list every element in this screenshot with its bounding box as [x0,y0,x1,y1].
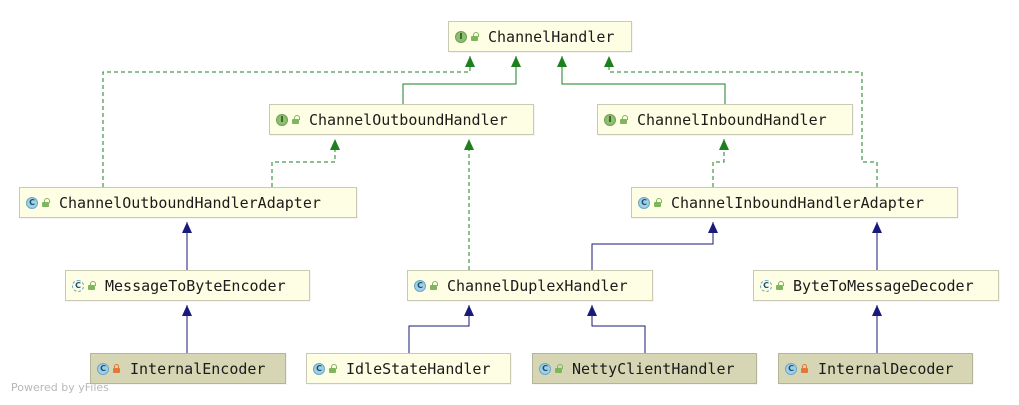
class-icon: C [414,279,426,292]
node-label: InternalDecoder [818,359,954,378]
arrowhead-icon [465,56,475,67]
node-channel-outbound-handler-adapter[interactable]: C ChannelOutboundHandlerAdapter [19,187,357,218]
node-label: MessageToByteEncoder [105,276,286,295]
class-icon: C [638,196,650,209]
edge-channel_outbound_handler_adapter-to-channel_outbound_handler [271,139,336,187]
node-idle-state-handler[interactable]: C IdleStateHandler [306,353,511,384]
node-label: NettyClientHandler [572,359,735,378]
edge-idle_state_handler-to-channel_duplex_handler [408,305,470,353]
arrowhead-icon [464,305,474,316]
lock-icon [775,280,784,291]
node-channel-outbound-handler[interactable]: I ChannelOutboundHandler [269,104,534,135]
interface-icon: I [455,30,467,43]
class-icon: C [313,362,325,375]
node-label: ChannelInboundHandlerAdapter [671,193,924,212]
node-label: ChannelDuplexHandler [447,276,628,295]
lock-icon [41,197,50,208]
node-byte-to-message-decoder[interactable]: C ByteToMessageDecoder [753,270,999,301]
watermark: Powered by yFiles [11,381,109,394]
arrowhead-icon [464,139,474,150]
lock-icon [619,114,628,125]
node-label: InternalEncoder [130,359,266,378]
lock-icon [87,280,96,291]
lock-icon [800,363,809,374]
lock-icon [653,197,662,208]
node-channel-handler[interactable]: I ChannelHandler [448,21,632,52]
class-icon: C [539,362,551,375]
arrowhead-icon [511,56,521,67]
arrowhead-icon [872,305,882,316]
node-netty-client-handler[interactable]: C NettyClientHandler [532,353,757,384]
lock-icon [328,363,337,374]
lock-icon [291,114,300,125]
arrowhead-icon [604,56,614,67]
edge-channel_inbound_handler_adapter-to-channel_inbound_handler [712,139,725,187]
class-icon: C [97,362,109,375]
lock-icon [470,31,479,42]
lock-icon [429,280,438,291]
node-label: ByteToMessageDecoder [793,276,974,295]
lock-icon [112,363,121,374]
class-icon: C [785,362,797,375]
node-channel-inbound-handler-adapter[interactable]: C ChannelInboundHandlerAdapter [631,187,958,218]
arrowhead-icon [182,222,192,233]
edge-channel_inbound_handler_adapter-to-channel_handler [608,56,878,187]
node-internal-encoder[interactable]: C InternalEncoder [90,353,286,384]
edge-netty_client_handler-to-channel_duplex_handler [591,305,646,353]
arrowhead-icon [182,305,192,316]
node-channel-inbound-handler[interactable]: I ChannelInboundHandler [597,104,853,135]
edge-channel_duplex_handler-to-channel_inbound_handler_adapter [591,222,714,270]
interface-icon: I [604,113,616,126]
arrowhead-icon [587,305,597,316]
node-label: ChannelOutboundHandler [309,110,508,129]
arrowhead-icon [708,222,718,233]
abstract-class-icon: C [72,279,84,292]
edge-channel_inbound_handler-to-channel_handler [561,56,726,104]
node-channel-duplex-handler[interactable]: C ChannelDuplexHandler [407,270,653,301]
lock-icon [554,363,563,374]
abstract-class-icon: C [760,279,772,292]
node-label: IdleStateHandler [346,359,491,378]
edge-channel_outbound_handler-to-channel_handler [402,56,517,104]
arrowhead-icon [719,139,729,150]
arrowhead-icon [330,139,340,150]
node-label: ChannelOutboundHandlerAdapter [59,193,321,212]
interface-icon: I [276,113,288,126]
node-label: ChannelHandler [488,27,615,46]
node-label: ChannelInboundHandler [637,110,827,129]
arrowhead-icon [872,222,882,233]
class-icon: C [26,196,38,209]
node-internal-decoder[interactable]: C InternalDecoder [778,353,973,384]
arrowhead-icon [557,56,567,67]
node-message-to-byte-encoder[interactable]: C MessageToByteEncoder [65,270,310,301]
